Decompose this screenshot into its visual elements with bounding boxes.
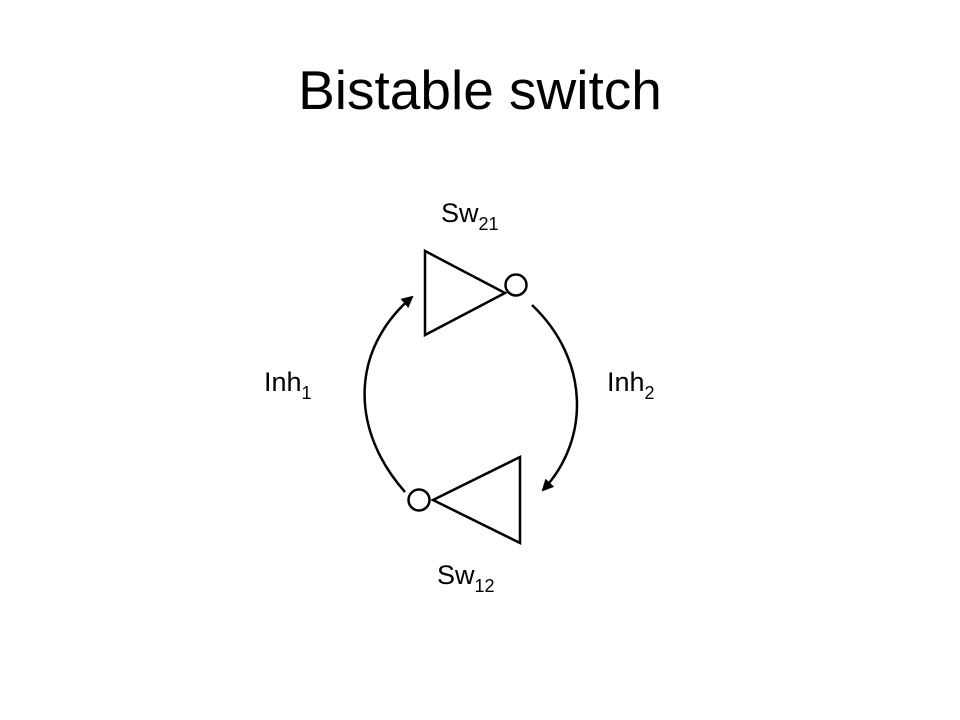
label-sw21-subscript: 21 (479, 214, 499, 234)
label-sw12-base: Sw (437, 560, 475, 590)
inverter-sw21 (423, 248, 528, 338)
inverter-sw12-triangle (430, 454, 522, 546)
inverter-sw12 (407, 454, 522, 546)
inhibition-arrow-inh2 (531, 304, 579, 492)
inverter-sw12-bubble (407, 488, 431, 512)
label-inh2-subscript: 2 (645, 383, 655, 403)
inverter-sw21-bubble (504, 273, 528, 297)
page-title: Bistable switch (298, 59, 662, 121)
inverter-sw21-triangle (423, 248, 508, 338)
label-sw21-base: Sw (441, 198, 479, 228)
label-inh2: Inh2 (607, 367, 655, 403)
inhibition-arrow-inh1 (363, 295, 414, 493)
label-inh2-base: Inh (607, 367, 645, 397)
label-inh1: Inh1 (264, 367, 312, 403)
label-sw12: Sw12 (437, 560, 495, 596)
label-inh1-subscript: 1 (302, 383, 312, 403)
label-sw21: Sw21 (441, 198, 499, 234)
label-sw12-subscript: 12 (475, 576, 495, 596)
label-inh1-base: Inh (264, 367, 302, 397)
